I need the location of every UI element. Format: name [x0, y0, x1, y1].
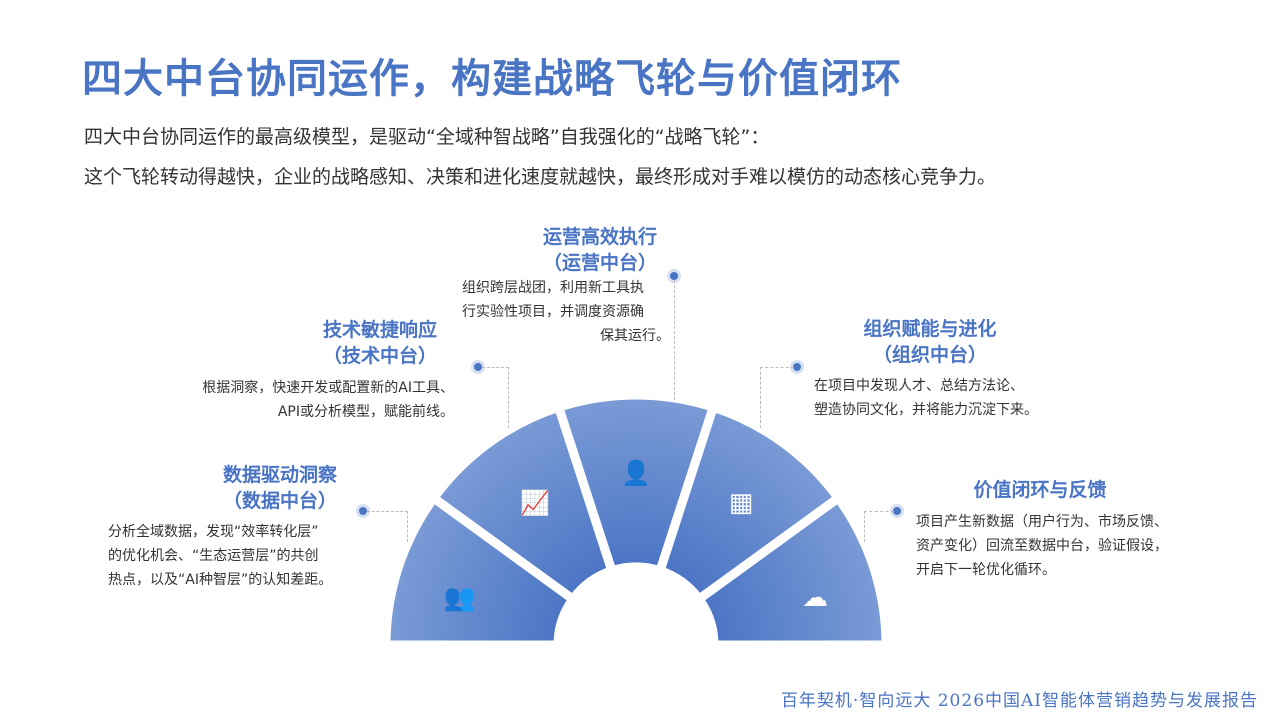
segment-1-leader [367, 511, 408, 542]
segment-1-description: 分析全域数据，发现“效率转化层”的优化机会、“生态运营层”的共创热点，以及“AI… [108, 524, 333, 588]
cloud-upload-icon: ☁ [802, 583, 828, 613]
segment-5-dot [893, 507, 901, 515]
segment-5-heading: 价值闭环与反馈 [973, 479, 1107, 501]
contact-book-icon: 👤 [621, 459, 651, 487]
flywheel-segment-4 [654, 401, 845, 606]
apps-icon: ▦ [728, 488, 754, 518]
subtitle-line-1: 四大中台协同运作的最高级模型，是驱动“全域种智战略”自我强化的“战略飞轮”： [84, 126, 770, 148]
subtitle-line-2: 这个飞轮转动得越快，企业的战略感知、决策和进化速度就越快，最终形成对手难以模仿的… [84, 166, 997, 188]
segment-2-leader [482, 367, 509, 428]
segment-4-heading: 组织赋能与进化（组织中台） [863, 318, 997, 366]
flywheel-segment-3 [553, 390, 719, 577]
users-icon: 👥 [443, 583, 477, 613]
segment-2-description: 根据洞察，快速开发或配置新的AI工具、API或分析模型，赋能前线。 [202, 380, 454, 420]
segment-2-heading: 技术敏捷响应（技术中台） [322, 319, 437, 367]
segment-5-leader [864, 511, 894, 542]
flywheel-segment-1 [381, 491, 580, 650]
segment-5-description: 项目产生新数据（用户行为、市场反馈、资产变化）回流至数据中台，验证假设，开启下一… [916, 514, 1168, 578]
segment-4-dot [793, 363, 801, 371]
segment-2-dot [474, 363, 482, 371]
flywheel-segment-2 [427, 401, 618, 606]
segment-3-description: 组织跨层战团，利用新工具执行实验性项目，并调度资源确保其运行。 [462, 280, 670, 344]
flywheel-segment-5 [692, 491, 891, 650]
footer: 百年契机·智向远大 2026中国AI智能体营销趋势与发展报告 [780, 691, 1258, 711]
segment-3-heading: 运营高效执行（运营中台） [542, 226, 657, 274]
segment-3-leader [674, 280, 675, 400]
segment-4-description: 在项目中发现人才、总结方法论、塑造协同文化，并将能力沉淀下来。 [814, 378, 1038, 418]
page-title: 四大中台协同运作，构建战略飞轮与价值闭环 [82, 56, 902, 102]
segment-4-leader [760, 367, 794, 428]
segment-1-heading: 数据驱动洞察（数据中台） [222, 464, 337, 512]
segment-1-dot [359, 507, 367, 515]
segment-3-dot [670, 272, 678, 280]
chart-monitor-icon: 📈 [520, 489, 550, 517]
